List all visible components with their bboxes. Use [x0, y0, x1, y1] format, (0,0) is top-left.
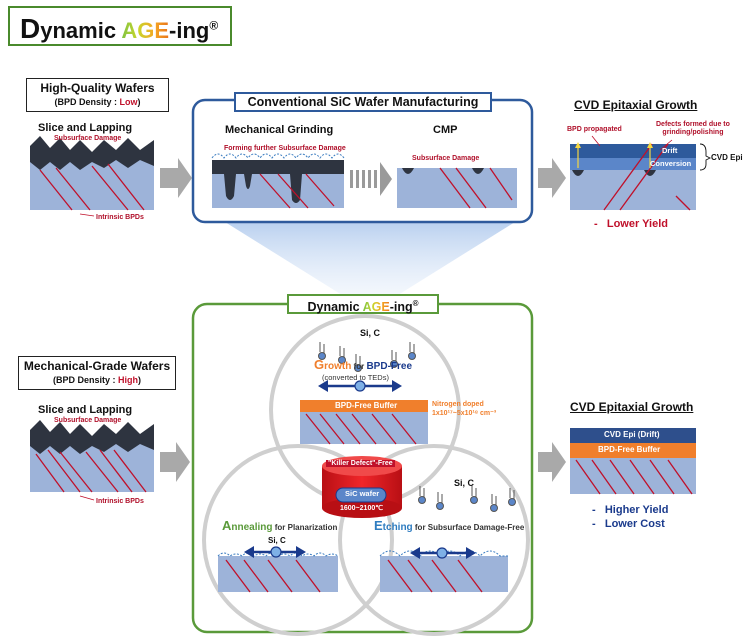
growth-heading: Growth for BPD-Free: [314, 357, 413, 372]
brand-word: ynamic: [40, 18, 122, 43]
lower-yield-result: - Lower Yield: [594, 218, 668, 230]
higher-yield-text: Higher Yield: [604, 504, 669, 516]
growth-wafer: [300, 400, 428, 445]
arrow-2: [538, 158, 566, 198]
etching-wafer: [379, 547, 508, 593]
density-low: Low: [119, 97, 138, 107]
brand-suffix: -ing: [169, 18, 210, 43]
circle-annealing: [202, 444, 394, 636]
grinding-title: Mechanical Grinding: [225, 124, 334, 136]
arrow-3: [160, 442, 190, 482]
top-left-damage-label: Subsurface Damage: [54, 135, 122, 142]
killer-defect-free-label: "Killer Defect"-Free: [326, 460, 395, 467]
wafer-top-left: [30, 136, 154, 211]
cvd-buffer-label: BPD-Free Buffer: [598, 445, 661, 454]
lower-yield-text: Lower Yield: [606, 218, 668, 230]
light-cone: [225, 222, 515, 300]
conventional-title: Conventional SiC Wafer Manufacturing: [234, 92, 492, 112]
growth-target: BPD-Free: [366, 361, 413, 372]
growth-molecules: [318, 342, 416, 372]
annealing-heading: Annealing for Planarization: [222, 518, 338, 533]
bpd-propagated-label: BPD propagated: [567, 126, 622, 133]
wafer-bottom-left: [30, 420, 154, 493]
dynamic-ageing-title: Dynamic AGE-ing®: [287, 294, 439, 314]
etching-sic-label: Si, C: [454, 478, 475, 488]
brand-logo-box: Dynamic AGE-ing®: [8, 6, 232, 46]
striped-arrow: [350, 162, 392, 196]
wafer-grinding: [211, 153, 345, 209]
etching-molecules: [418, 486, 516, 512]
brand-mark: ®: [209, 18, 219, 33]
brand-title: Dynamic AGE-ing®: [20, 13, 218, 45]
higher-yield-result: - Higher Yield: [592, 504, 669, 516]
annealing-wafer: [217, 546, 339, 593]
cvd-epi-label: CVD Epi: [711, 153, 743, 162]
dynamic-age-word: AGE: [362, 300, 390, 315]
high-quality-title: High-Quality Wafers: [40, 81, 155, 95]
brand-initial: D: [20, 13, 41, 44]
temperature-label: 1600~2100℃: [340, 505, 384, 512]
top-left-bpd-label: Intrinsic BPDs: [96, 214, 144, 221]
mechanical-grade-title: Mechanical-Grade Wafers: [23, 359, 171, 373]
wafer-cvd-bottom: [570, 428, 696, 495]
high-quality-wafers-label: High-Quality Wafers (BPD Density : Low): [26, 78, 169, 112]
lower-cost-text: Lower Cost: [604, 518, 665, 530]
grinding-note: Forming further Subsurface Damage: [224, 145, 346, 152]
growth-double-arrow: [318, 380, 402, 392]
cvd-drift-layer-label: CVD Epi (Drift): [604, 430, 660, 439]
lower-cost-result: - Lower Cost: [592, 518, 665, 530]
growth-buffer-label: BPD-Free Buffer: [335, 401, 398, 410]
drift-label: Drift: [662, 146, 678, 155]
mechanical-grade-wafers-label: Mechanical-Grade Wafers (BPD Density : H…: [18, 356, 176, 390]
growth-converted: (converted to TEDs): [322, 373, 389, 382]
conversion-label: Conversion: [650, 159, 692, 168]
sic-wafer-label: SiC wafer: [345, 489, 380, 498]
bottom-left-step: Slice and Lapping: [38, 404, 133, 416]
brand-age: AGE: [121, 18, 170, 43]
annealing-sic-label: Si, C: [268, 536, 286, 545]
circle-etching: [338, 444, 530, 636]
arrow-4: [538, 442, 566, 482]
cmp-note: Subsurface Damage: [412, 155, 480, 162]
arrow-1: [160, 158, 192, 198]
growth-sic-label: Si, C: [360, 328, 381, 338]
bottom-left-bpd-label: Intrinsic BPDs: [96, 498, 144, 505]
wafer-cmp: [397, 167, 517, 209]
mechanical-grade-density: (BPD Density : High): [52, 375, 141, 385]
cvd-top-title: CVD Epitaxial Growth: [574, 98, 698, 112]
top-left-step: Slice and Lapping: [38, 122, 133, 134]
etching-heading: Etching for Subsurface Damage-Free: [374, 518, 525, 533]
wafer-cvd-top: [570, 142, 712, 211]
cvd-bottom-title: CVD Epitaxial Growth: [570, 400, 694, 414]
bottom-left-damage-label: Subsurface Damage: [54, 417, 122, 424]
cmp-title: CMP: [433, 124, 458, 136]
density-high: High: [118, 375, 138, 385]
high-quality-density: (BPD Density : Low): [54, 97, 141, 107]
